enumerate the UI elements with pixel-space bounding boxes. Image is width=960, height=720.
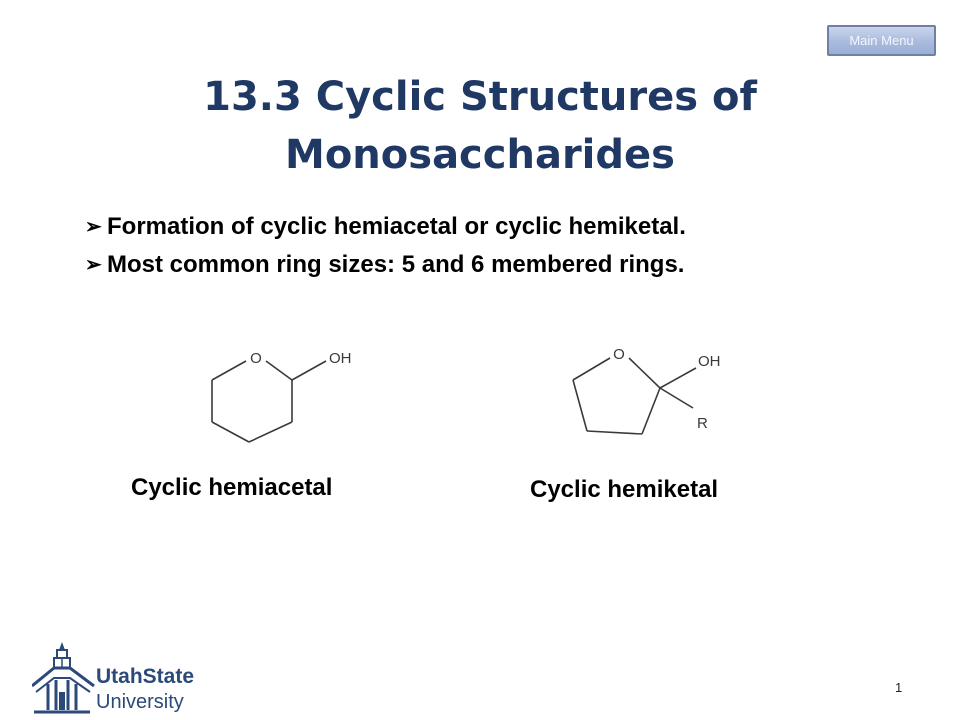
bullet-text: Most common ring sizes: 5 and 6 membered… xyxy=(107,251,685,278)
bullet-item: ➢ Most common ring sizes: 5 and 6 member… xyxy=(85,246,686,284)
logo-line-1: UtahState xyxy=(96,665,194,688)
hemiketal-caption: Cyclic hemiketal xyxy=(530,476,719,503)
slide-title: 13.3 Cyclic Structures of Monosaccharide… xyxy=(120,68,840,184)
bullet-item: ➢ Formation of cyclic hemiacetal or cycl… xyxy=(85,208,686,246)
hydroxyl-label: OH xyxy=(329,350,352,367)
arrow-bullet-icon: ➢ xyxy=(85,254,102,276)
bullet-list: ➢ Formation of cyclic hemiacetal or cycl… xyxy=(85,208,686,284)
hemiacetal-caption: Cyclic hemiacetal xyxy=(131,474,333,501)
ring-oxygen-label: O xyxy=(250,350,262,367)
ring-oxygen-label: O xyxy=(613,346,625,363)
hemiketal-structure: O OH R xyxy=(572,346,721,435)
utah-state-logo: UtahState University xyxy=(32,642,194,714)
logo-line-2: University xyxy=(96,691,184,713)
bullet-text: Formation of cyclic hemiacetal or cyclic… xyxy=(107,213,686,240)
title-line-2: Monosaccharides xyxy=(285,132,675,178)
hydroxyl-label: OH xyxy=(698,353,721,370)
main-menu-button[interactable]: Main Menu xyxy=(827,25,936,56)
arrow-bullet-icon: ➢ xyxy=(85,216,102,238)
title-line-1: 13.3 Cyclic Structures of xyxy=(203,74,757,120)
r-group-label: R xyxy=(697,415,708,432)
hemiacetal-structure: O OH xyxy=(211,350,352,443)
page-number: 1 xyxy=(895,680,903,695)
